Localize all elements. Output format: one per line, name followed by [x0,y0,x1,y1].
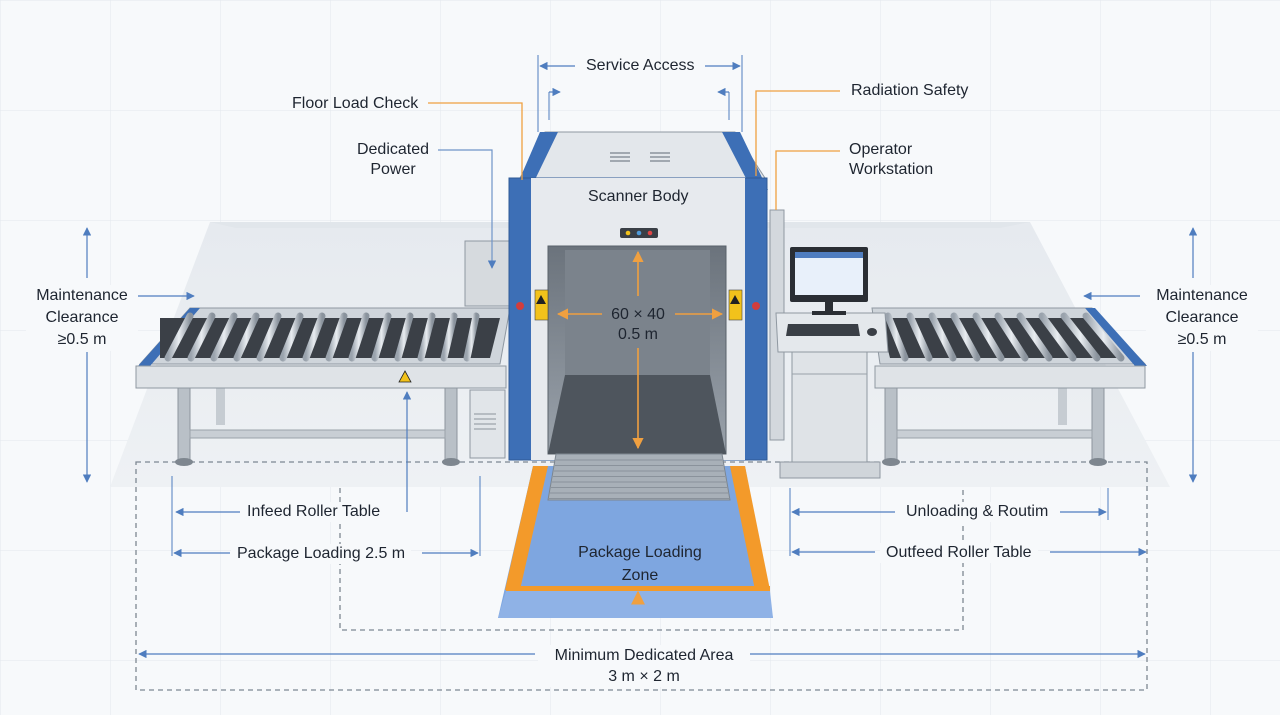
roller [1038,312,1077,362]
package-loading-zone-line-2: Zone [621,567,659,584]
outfeed-dimension [789,488,1147,557]
radiation-safety-leader [755,90,840,176]
roller [884,312,909,362]
roller [950,312,981,362]
minimum-dedicated-area-label: Minimum Dedicated Area 3 m × 2 m [538,645,750,687]
dedicated-power-unit [464,240,514,459]
service-access-label: Service Access [586,57,695,74]
minimum-area-line-2: 3 m × 2 m [608,668,680,685]
roller [972,312,1005,362]
service-access-dimension [537,55,743,132]
roller [187,312,216,362]
floor-load-check-label: Floor Load Check [292,95,419,112]
operator-workstation-leader [775,150,840,210]
maintenance-right-line-2: Clearance [1165,309,1239,326]
radiation-safety-label: Radiation Safety [851,82,969,99]
maintenance-clearance-left-label: Maintenance Clearance ≥0.5 m [26,285,138,351]
roller [302,312,326,362]
roller [906,312,933,362]
tunnel-size-line-2: 0.5 m [617,326,658,343]
tunnel-size-label: 60 × 40 0.5 m [598,305,678,345]
maintenance-left-line-2: Clearance [45,309,119,326]
package-loading-zone-label: Package Loading Zone [560,541,720,587]
operator-workstation-line-2: Workstation [849,161,934,178]
warning-icon [534,289,549,321]
roller [256,312,282,362]
roller [928,312,957,362]
monitor-icon [790,247,868,315]
roller [394,312,414,362]
roller [417,312,436,362]
roller [1060,312,1101,362]
warning-icon [398,370,412,383]
vent-icon [610,152,670,162]
roller [371,312,392,362]
roller [325,312,348,362]
dedicated-power-line-2: Power [370,161,416,178]
dedicated-power-line-1: Dedicated [356,141,430,158]
operator-workstation-label: Operator Workstation [849,140,933,180]
roller [279,312,304,362]
roller [463,312,480,362]
maintenance-left-line-3: ≥0.5 m [57,331,107,348]
operator-workstation-line-1: Operator [849,141,913,158]
package-loading-zone-line-1: Package Loading [578,544,702,561]
operator-workstation [769,209,889,479]
minimum-area-line-1: Minimum Dedicated Area [554,647,734,664]
infeed-dimension [171,391,481,558]
maintenance-clearance-right-label: Maintenance Clearance ≥0.5 m [1146,285,1258,351]
roller [1082,312,1125,362]
roller [233,312,260,362]
tunnel-size-line-1: 60 × 40 [611,306,665,323]
dedicated-power-label: Dedicated Power [342,140,444,180]
dedicated-power-leader [438,149,497,269]
maintenance-left-dimension [82,227,195,483]
mouse-icon [867,328,877,336]
tunnel-dimension [556,250,724,450]
maintenance-right-dimension [1083,227,1198,483]
roller [1016,312,1053,362]
package-loading-dimension-label: Package Loading 2.5 m [231,544,412,564]
maintenance-left-line-1: Maintenance [36,287,128,304]
keyboard-icon [786,324,860,336]
outfeed-roller-table [871,307,1147,466]
unloading-label: Unloading & Routim [900,502,1055,522]
roller [348,312,370,362]
scanner-body-label: Scanner Body [588,188,689,205]
infeed-roller-table-label: Infeed Roller Table [241,502,387,522]
package-loading-zone [498,466,773,618]
roller [440,312,458,362]
outfeed-roller-table-label: Outfeed Roller Table [880,543,1038,563]
roller [994,312,1029,362]
floor-load-leader [428,102,523,180]
loading-boundary [339,488,964,631]
roller [210,312,238,362]
warning-icon [728,289,743,321]
roller [164,312,194,362]
infeed-roller-table [135,307,511,466]
maintenance-right-line-3: ≥0.5 m [1177,331,1227,348]
maintenance-right-line-1: Maintenance [1156,287,1248,304]
